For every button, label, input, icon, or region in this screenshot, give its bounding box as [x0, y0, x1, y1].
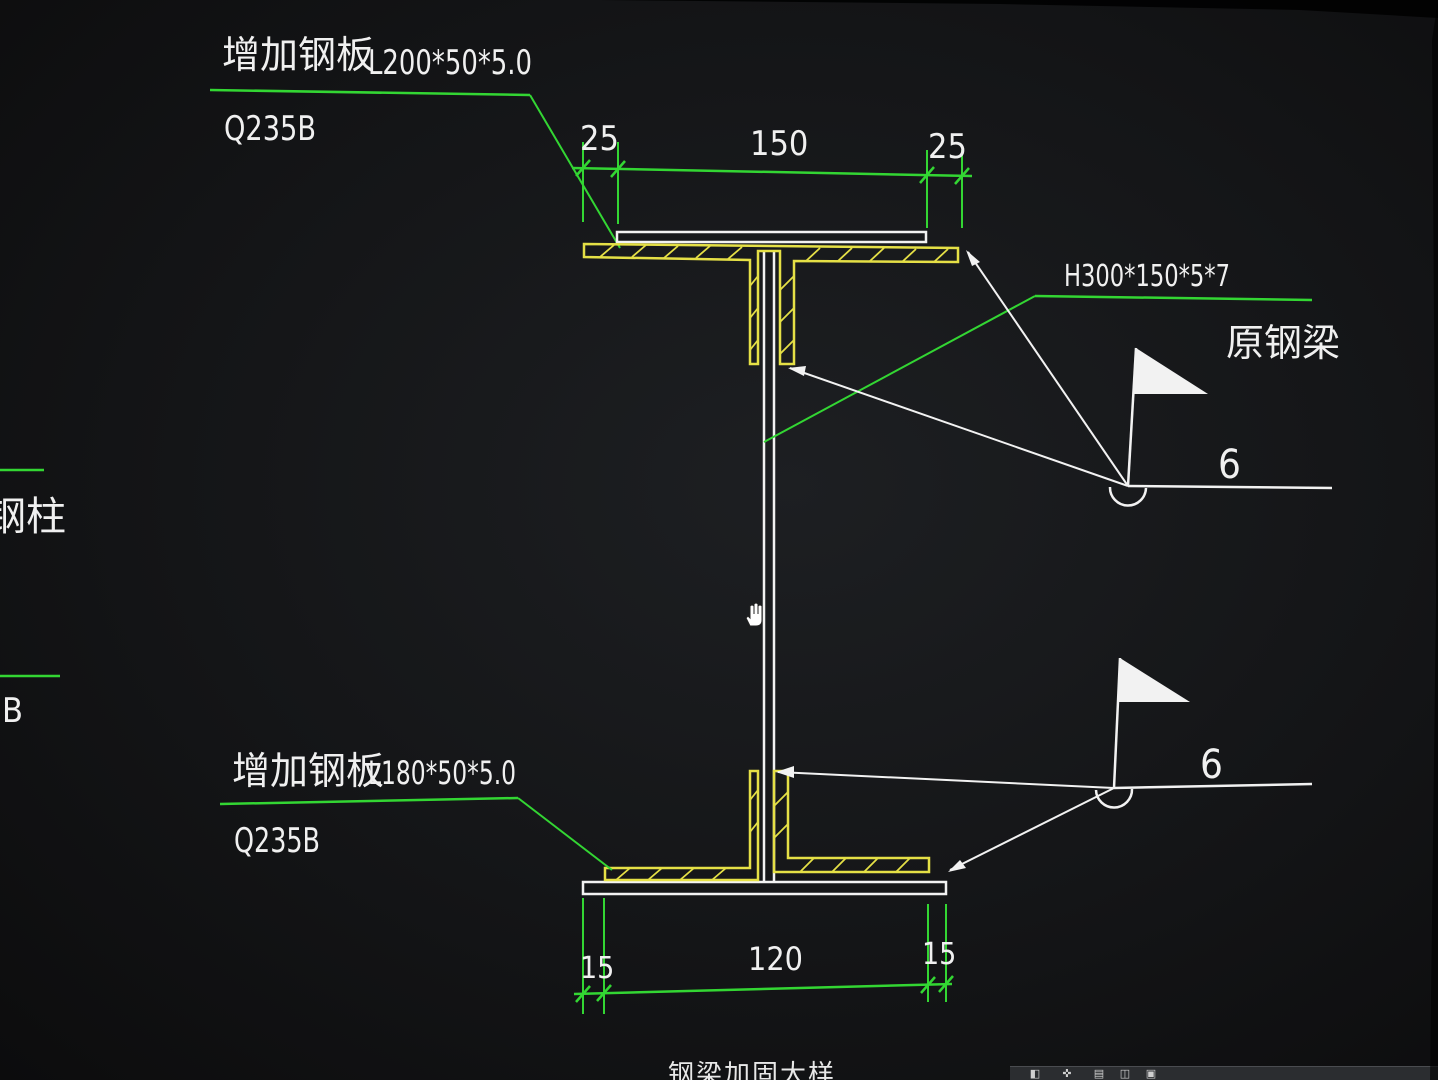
- top-dimension-line: [571, 166, 973, 178]
- weld-symbol-bottom[interactable]: 6: [776, 657, 1313, 872]
- bottom-tick-4: [938, 975, 954, 993]
- bottom-plate-grade: Q235B: [234, 821, 320, 861]
- bottom-dimension-line: [573, 982, 953, 996]
- beam-top-flange: [615, 230, 928, 244]
- bottom-plate-leader-line: [219, 796, 519, 806]
- weld-size-top: 6: [1218, 442, 1241, 488]
- top-plate-label: 增加钢板: [222, 33, 374, 77]
- drawing-caption: 钢梁加固大样: [668, 1060, 837, 1080]
- weld-all-around-icon: [1094, 788, 1134, 809]
- status-bar-icons[interactable]: ▣: [1145, 1067, 1157, 1080]
- bottom-tick-2: [596, 984, 612, 1002]
- bottom-dim-right: 15: [922, 937, 956, 972]
- top-plate-callout: 增加钢板 L200*50*5.0 Q235B: [209, 33, 621, 249]
- weld-reference-line: [1113, 782, 1313, 790]
- status-bar[interactable]: ◧ ✜ ▤ ◫ ▣: [1010, 1066, 1438, 1080]
- top-plate-hatch: [599, 244, 949, 355]
- beam-leader-line: [1034, 294, 1313, 302]
- top-tick-3: [919, 166, 935, 184]
- weld-symbol-top[interactable]: 6: [788, 250, 1333, 507]
- top-plate-outline: [582, 242, 960, 366]
- arrowhead-icon: [788, 366, 806, 376]
- weld-flag-pole: [1112, 657, 1122, 789]
- weld-flag-icon: [1118, 658, 1190, 702]
- bottom-tick-3: [920, 976, 936, 994]
- arrowhead-icon: [966, 250, 980, 266]
- beam-name: 原钢梁: [1226, 321, 1340, 365]
- steel-beam-section[interactable]: [581, 230, 948, 896]
- bottom-tick-1: [575, 985, 591, 1003]
- bottom-dim-middle: 120: [748, 940, 803, 978]
- left-grade-fragment: B: [2, 691, 23, 731]
- beam-spec: H300*150*5*7: [1064, 259, 1230, 294]
- bottom-plate-callout: 增加钢板 L180*50*5.0 Q235B: [219, 749, 613, 871]
- top-dim-middle: 150: [750, 124, 808, 164]
- top-dimension-chain: 25 150 25: [571, 119, 973, 228]
- weld-arrow-4: [949, 787, 1115, 871]
- status-bar-icons[interactable]: ✜: [1062, 1067, 1072, 1080]
- top-tick-4: [954, 167, 970, 185]
- left-neighbor-detail: 钢柱 B: [0, 468, 66, 731]
- bottom-dimension-chain: 15 120 15: [573, 898, 956, 1014]
- bottom-reinforcing-plate[interactable]: [603, 769, 931, 882]
- weld-flag-pole: [1126, 347, 1138, 487]
- top-dim-right: 25: [928, 127, 967, 167]
- beam-bottom-flange: [581, 880, 948, 896]
- top-dim-left: 25: [580, 119, 619, 159]
- bottom-plate-label: 增加钢板: [232, 749, 384, 793]
- arrowhead-icon: [776, 766, 794, 778]
- hand-cursor-icon: [745, 602, 763, 627]
- weld-arrow-2: [789, 367, 1129, 487]
- weld-size-bottom: 6: [1200, 742, 1223, 788]
- beam-callout: H300*150*5*7 原钢梁: [763, 259, 1340, 443]
- status-bar-icons[interactable]: ◧: [1029, 1067, 1041, 1080]
- weld-all-around-icon: [1108, 486, 1148, 507]
- top-plate-leader-slant: [529, 94, 621, 249]
- bottom-plate-left-outline: [603, 769, 760, 882]
- weld-arrow-3: [777, 771, 1115, 789]
- top-plate-leader-line: [209, 88, 531, 97]
- weld-reference-line: [1127, 484, 1333, 490]
- bottom-plate-leader-slant: [517, 797, 613, 871]
- weld-flag-icon: [1134, 348, 1208, 394]
- bottom-plate-hatch: [615, 789, 911, 881]
- top-tick-1: [575, 159, 591, 177]
- beam-leader-slant: [763, 295, 1036, 443]
- bottom-plate-spec: L180*50*5.0: [368, 754, 516, 792]
- top-tick-2: [610, 160, 626, 178]
- top-plate-spec: L200*50*5.0: [368, 43, 532, 83]
- weld-arrow-1: [967, 251, 1129, 487]
- status-bar-icons[interactable]: ▤: [1093, 1067, 1105, 1080]
- top-plate-grade: Q235B: [224, 109, 316, 149]
- left-column-label: 钢柱: [0, 494, 66, 540]
- arrowhead-icon: [948, 860, 966, 872]
- bottom-plate-right-outline: [772, 769, 931, 874]
- status-bar-icons[interactable]: ◫: [1119, 1067, 1131, 1080]
- top-reinforcing-plate[interactable]: [582, 242, 960, 366]
- bottom-dim-left: 15: [580, 951, 614, 986]
